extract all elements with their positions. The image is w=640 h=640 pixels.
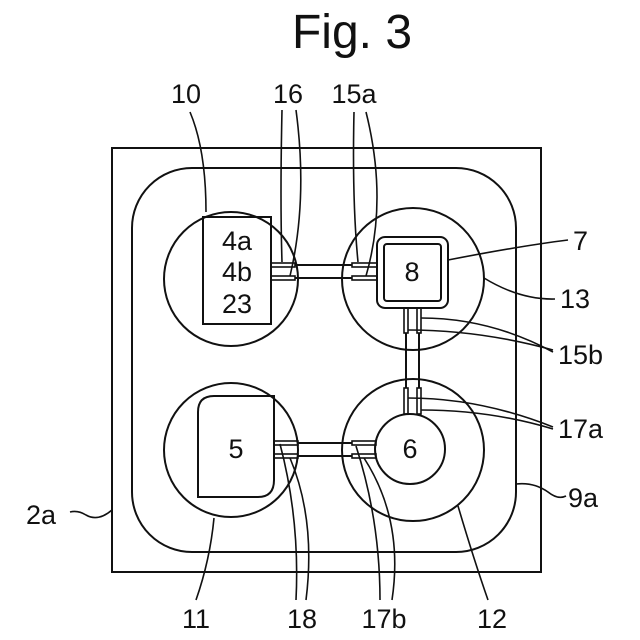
label-2a: 2a (26, 500, 57, 530)
module-10-line-1: 4a (222, 226, 253, 256)
module-10-line-2: 4b (222, 257, 252, 287)
label-15b: 15b (558, 340, 603, 370)
label-10: 10 (171, 79, 201, 109)
label-7: 7 (573, 226, 588, 256)
connector-top (271, 263, 377, 280)
module-6-label: 6 (402, 434, 417, 464)
label-17a: 17a (558, 414, 604, 444)
module-10-line-3: 23 (222, 289, 252, 319)
label-15a: 15a (331, 79, 377, 109)
module-5-label: 5 (228, 434, 243, 464)
label-9a: 9a (568, 483, 599, 513)
label-18: 18 (287, 604, 317, 634)
module-8-label: 8 (404, 257, 419, 287)
label-16: 16 (273, 79, 303, 109)
label-12: 12 (477, 604, 507, 634)
label-17b: 17b (361, 604, 406, 634)
figure-title: Fig. 3 (292, 6, 412, 59)
connector-bottom (274, 441, 376, 458)
outer-substrate-2a (112, 148, 541, 572)
label-13: 13 (560, 284, 590, 314)
leader-lines (70, 110, 568, 600)
label-11: 11 (182, 604, 210, 634)
